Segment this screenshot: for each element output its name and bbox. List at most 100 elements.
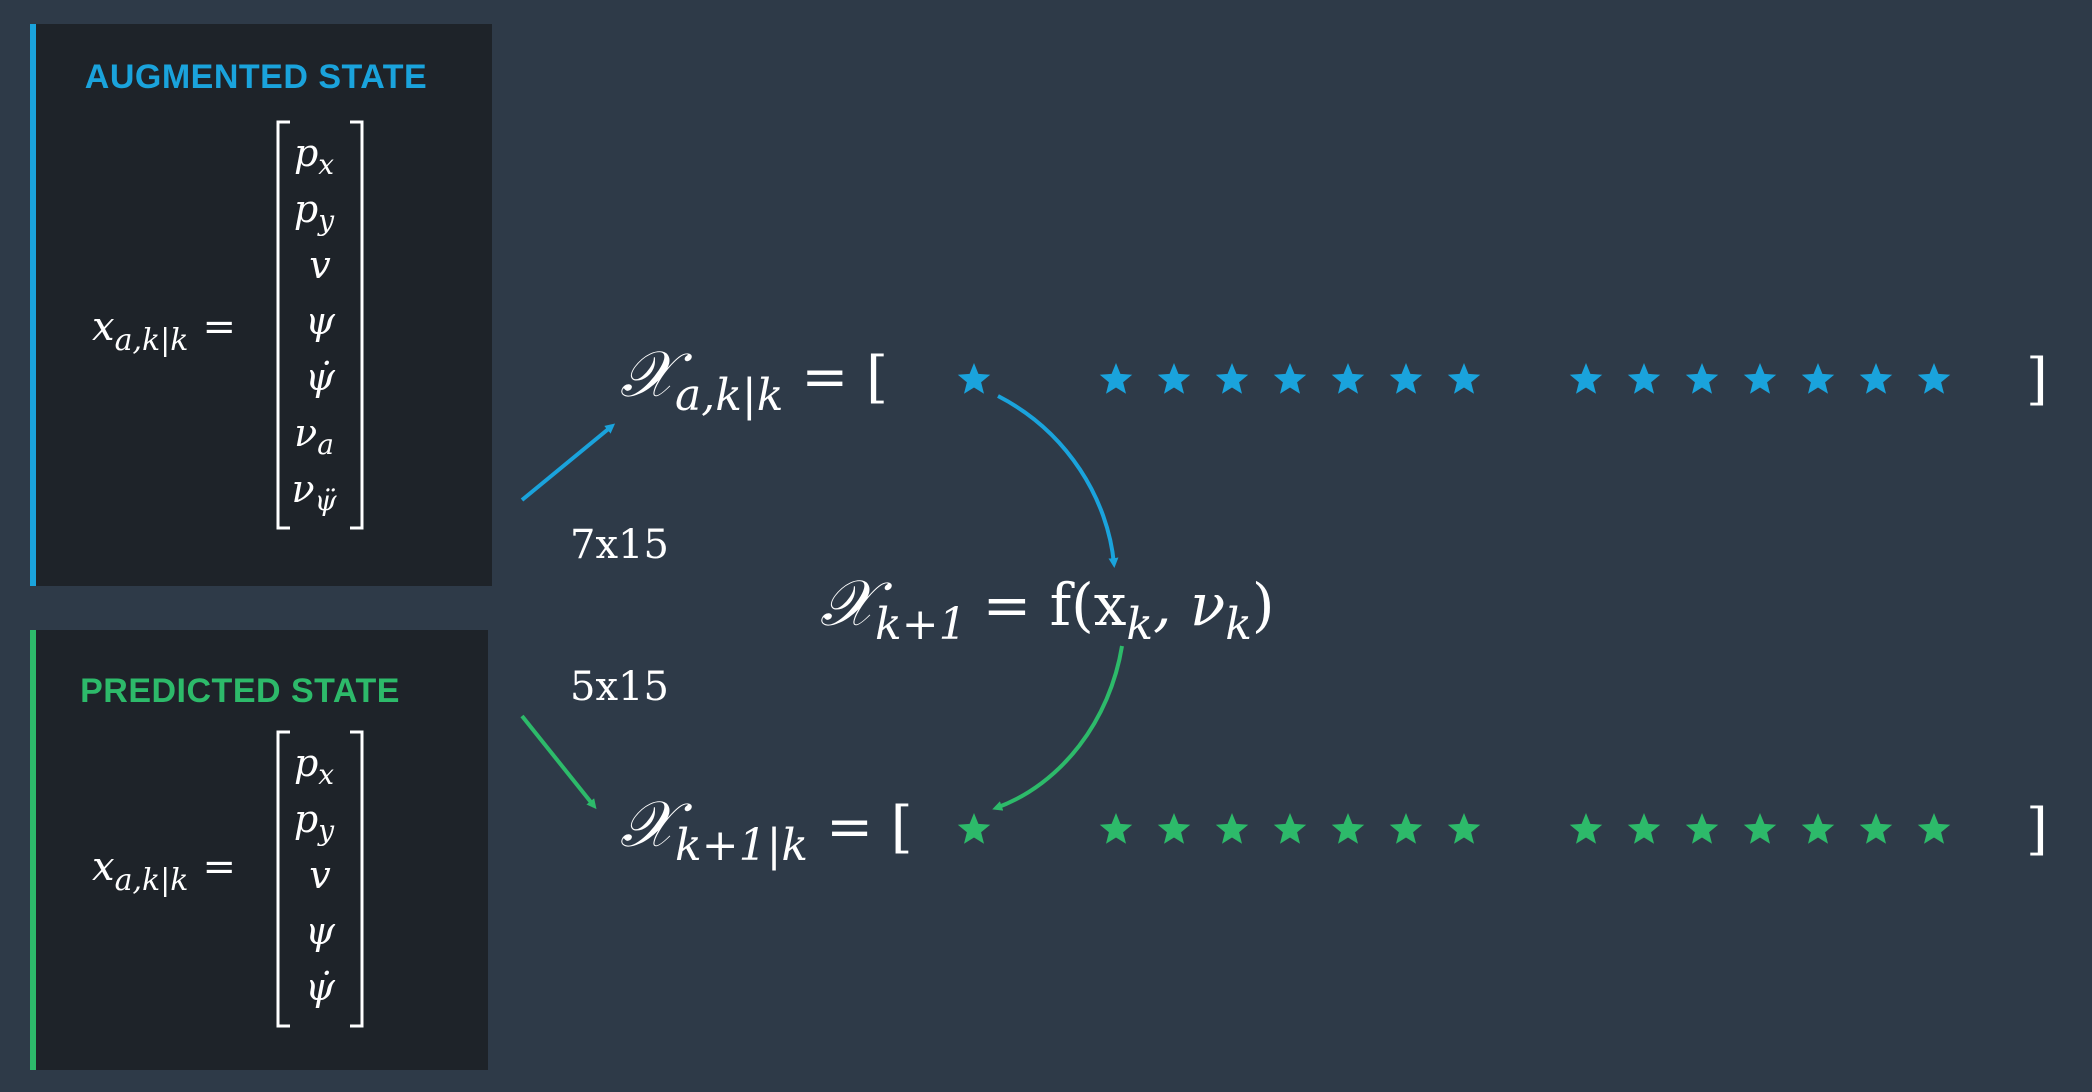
- svg-text:xa,k|k=: xa,k|k=: [92, 844, 236, 898]
- predicted-sigma-subscript: k+1|k: [675, 820, 808, 871]
- predicted-sigma-equals: = [: [826, 795, 913, 860]
- predicted-sigma-row: 𝒳k+1|k= [ ]: [620, 788, 2048, 871]
- predicted-sigma-close-bracket: ]: [2026, 797, 2048, 862]
- predicted-sigma-point-star: [1627, 813, 1661, 844]
- predicted-sigma-point-star: [1389, 813, 1423, 844]
- augmented-vector-entry: νa: [294, 411, 334, 461]
- augmented-sigma-point-star: [1389, 363, 1423, 394]
- process-rhs-sub1: k: [1126, 599, 1153, 650]
- predicted-sigma-point-star: [957, 813, 991, 844]
- predicted-sigma-point-star: [1331, 813, 1365, 844]
- predicted-vector-entry-base: v: [309, 853, 331, 897]
- predicted-sigma-point-star: [1157, 813, 1191, 844]
- augmented-vector-entry: py: [294, 187, 335, 237]
- svg-text:xa,k|k=: xa,k|k=: [92, 304, 236, 358]
- predicted-sigma-point-star: [1685, 813, 1719, 844]
- predicted-sigma-point-star: [1743, 813, 1777, 844]
- predicted-vector-entry: v: [309, 853, 331, 897]
- augmented-to-sigma-arrow: [520, 423, 616, 502]
- augmented-vector-right-bracket: [350, 120, 364, 530]
- predicted-vector-entry: px: [294, 741, 334, 791]
- augmented-state-title: AUGMENTED STATE: [84, 58, 428, 96]
- predicted-sigma-point-star: [1215, 813, 1249, 844]
- predicted-to-sigma-arrow: [520, 714, 597, 810]
- predicted-vector-entry-subscript: x: [318, 758, 334, 791]
- augmented-sigma-close-bracket: ]: [2026, 347, 2048, 412]
- predicted-vector-entry-base: ψ: [305, 909, 336, 953]
- predicted-vector-entry: ψ: [305, 909, 336, 953]
- predicted-sigma-point-star: [1917, 813, 1951, 844]
- augmented-lhs-subscript: a,k|k: [115, 323, 189, 358]
- predicted-vector-entry: py: [294, 797, 335, 847]
- augmented-sigma-point-star: [1627, 363, 1661, 394]
- predicted-vector-entry-base: p: [294, 741, 318, 785]
- augmented-sigma-point-star: [1569, 363, 1603, 394]
- augmented-vector-entry-subscript: x: [318, 148, 334, 181]
- augmented-vector-entry-base: p: [294, 187, 318, 231]
- process-model-equation: 𝒳k+1= f(xk, νk): [820, 567, 1275, 650]
- process-rhs-prefix: = f(x: [983, 571, 1127, 639]
- augmented-sigma-point-star: [1859, 363, 1893, 394]
- predicted-lhs-subscript: a,k|k: [115, 863, 189, 898]
- augmented-vector-entry: νψ̈: [291, 467, 337, 517]
- svg-text:𝒳k+1|k= [: 𝒳k+1|k= [: [620, 788, 913, 871]
- augmented-vector-entry-subscript: a: [317, 428, 334, 461]
- augmented-state-panel: AUGMENTED STATE: [30, 24, 492, 586]
- process-lhs-subscript: k+1: [875, 599, 967, 650]
- predicted-sigma-point-star: [1273, 813, 1307, 844]
- augmented-sigma-point-star: [957, 363, 991, 394]
- predicted-state-title: PREDICTED STATE: [80, 672, 400, 710]
- augmented-sigma-point-star: [1157, 363, 1191, 394]
- predicted-lhs-symbol: x: [92, 844, 115, 890]
- predicted-vector-entry-base: p: [294, 797, 318, 841]
- augmented-sigma-point-star: [1447, 363, 1481, 394]
- predicted-sigma-points: [957, 813, 1951, 844]
- augmented-lhs-symbol: x: [92, 304, 115, 350]
- augmented-vector-left-bracket: [276, 120, 290, 530]
- predicted-vector-left-bracket: [276, 730, 290, 1028]
- predicted-state-panel: PREDICTED STATE: [30, 630, 488, 1070]
- augmented-vector-entry-base: ν: [294, 411, 317, 455]
- augmented-sigma-row: 𝒳a,k|k= [ ]: [620, 338, 2048, 421]
- predicted-sigma-point-star: [1447, 813, 1481, 844]
- predicted-vector-entry: ψ̇: [305, 965, 336, 1009]
- augmented-vector-entry-subscript: ψ̈: [315, 484, 338, 517]
- augmented-vector-entry: ψ: [305, 299, 336, 343]
- augmented-sigma-point-star: [1743, 363, 1777, 394]
- augmented-vector-entry-subscript: y: [316, 204, 335, 237]
- augmented-sigma-point-star: [1215, 363, 1249, 394]
- augmented-vector-entry: px: [294, 131, 334, 181]
- augmented-sigma-point-star: [1099, 363, 1133, 394]
- augmented-vector-entry-base: ψ: [305, 299, 336, 343]
- process-rhs-suffix: ): [1252, 571, 1275, 639]
- augmented-dimension-label: 7x15: [570, 522, 669, 568]
- predicted-vector-entry-subscript: y: [316, 814, 335, 847]
- predicted-sigma-point-star: [1859, 813, 1893, 844]
- augmented-sigma-points: [957, 363, 1951, 394]
- process-to-predicted-arrow: [992, 645, 1124, 811]
- predicted-vector-right-bracket: [350, 730, 364, 1028]
- process-rhs-sub2: k: [1225, 599, 1252, 650]
- augmented-sigma-subscript: a,k|k: [675, 370, 783, 421]
- svg-text:𝒳k+1= f(xk, νk): 𝒳k+1= f(xk, νk): [820, 567, 1275, 650]
- process-rhs-mid: , ν: [1153, 571, 1225, 639]
- augmented-sigma-equals: = [: [801, 345, 888, 410]
- sigma-to-process-arrow: [997, 394, 1119, 568]
- augmented-vector-entry-base: ψ̇: [305, 355, 336, 399]
- augmented-sigma-point-star: [1273, 363, 1307, 394]
- augmented-vector-entry-base: v: [309, 243, 331, 287]
- augmented-vector-entry-base: p: [294, 131, 318, 175]
- predicted-sigma-point-star: [1099, 813, 1133, 844]
- svg-text:𝒳a,k|k= [: 𝒳a,k|k= [: [620, 338, 888, 421]
- augmented-sigma-point-star: [1685, 363, 1719, 394]
- augmented-vector-entry-base: ν: [291, 467, 314, 511]
- augmented-sigma-point-star: [1801, 363, 1835, 394]
- predicted-vector-entry-base: ψ̇: [305, 965, 336, 1009]
- augmented-vector-entry: ψ̇: [305, 355, 336, 399]
- augmented-vector-entry: v: [309, 243, 331, 287]
